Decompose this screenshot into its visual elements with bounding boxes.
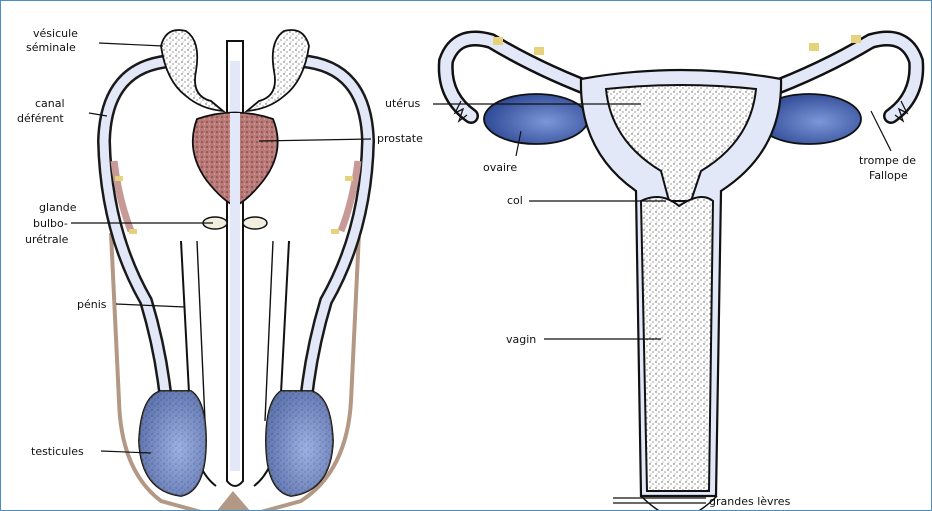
label-col: col — [507, 194, 523, 207]
ovary-left — [484, 94, 588, 144]
label-prostate: prostate — [377, 132, 423, 145]
label-canal-l2: déférent — [17, 112, 64, 125]
label-glande-l2: bulbo- — [33, 217, 68, 230]
bulbourethral-gland-right — [243, 217, 267, 229]
label-vagin: vagin — [506, 333, 536, 346]
label-vesicule-l1: vésicule — [33, 27, 78, 40]
label-testicules: testicules — [31, 445, 84, 458]
label-glande-l1: glande — [39, 201, 77, 214]
testicle-left — [139, 391, 206, 496]
male-diagram: vésicule séminale canal déférent prostat… — [17, 27, 423, 511]
seminal-vesicle-right — [247, 30, 309, 111]
skin-base — [216, 491, 251, 511]
label-trompe-l2: Fallope — [869, 169, 908, 182]
label-canal-l1: canal — [35, 97, 65, 110]
vagina — [641, 197, 713, 491]
label-penis: pénis — [77, 298, 107, 311]
female-diagram: utérus ovaire trompe de Fallope col vagi… — [385, 35, 916, 511]
label-trompe-l1: trompe de — [859, 154, 916, 167]
seminal-vesicle-left — [161, 30, 223, 111]
label-glande-l3: urétrale — [25, 233, 69, 246]
label-uterus: utérus — [385, 97, 421, 110]
label-grandes-levres: grandes lèvres — [709, 495, 791, 508]
label-ovaire: ovaire — [483, 161, 517, 174]
label-vesicule-l2: séminale — [26, 41, 76, 54]
